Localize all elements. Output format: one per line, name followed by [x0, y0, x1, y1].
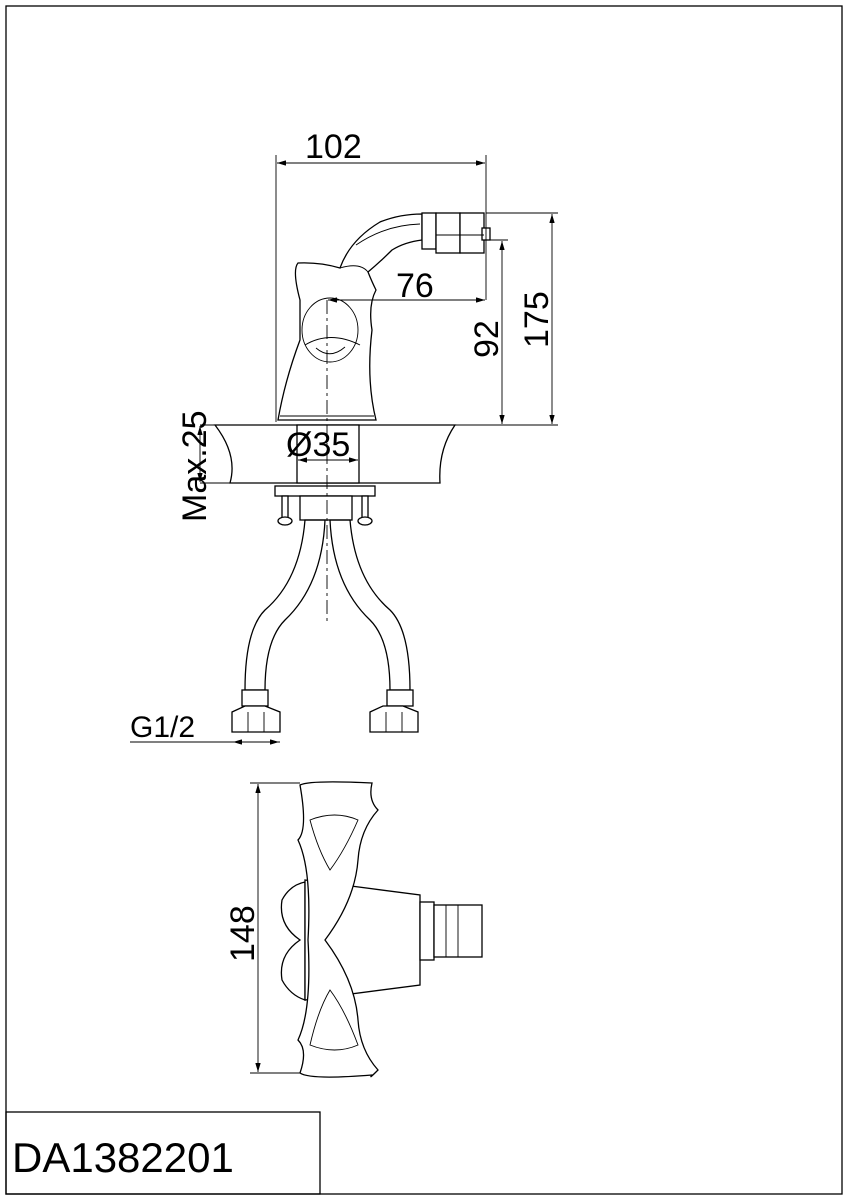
dimension-label: 102 [305, 128, 362, 166]
dimension-label: Max.25 [176, 411, 214, 523]
dimension-175: 175 [200, 212, 558, 426]
dimension-diameter-35: Ø35 [286, 426, 358, 464]
title-block [5, 1111, 321, 1195]
dimension-label: Ø35 [286, 426, 350, 464]
dimension-max-25: Max.25 [176, 411, 230, 523]
faucet-top-view [280, 781, 483, 1078]
dimension-148: 148 [224, 782, 300, 1074]
dimension-label: 92 [468, 320, 506, 358]
dimension-92: 92 [468, 239, 508, 424]
counter-section [213, 424, 457, 484]
drawing-border [5, 5, 843, 1195]
mounting-hardware [274, 485, 376, 526]
dimension-label: G1/2 [130, 711, 195, 744]
dimension-label: 175 [518, 291, 556, 348]
flexible-hoses [231, 519, 419, 733]
dimension-label: 76 [396, 267, 434, 305]
dimension-102: 102 [275, 128, 487, 422]
model-code: DA1382201 [12, 1134, 234, 1181]
dimension-76: 76 [328, 267, 485, 305]
dimension-g1-2: G1/2 [130, 711, 280, 745]
faucet-side-view [277, 212, 491, 421]
dimension-label: 148 [224, 905, 262, 962]
